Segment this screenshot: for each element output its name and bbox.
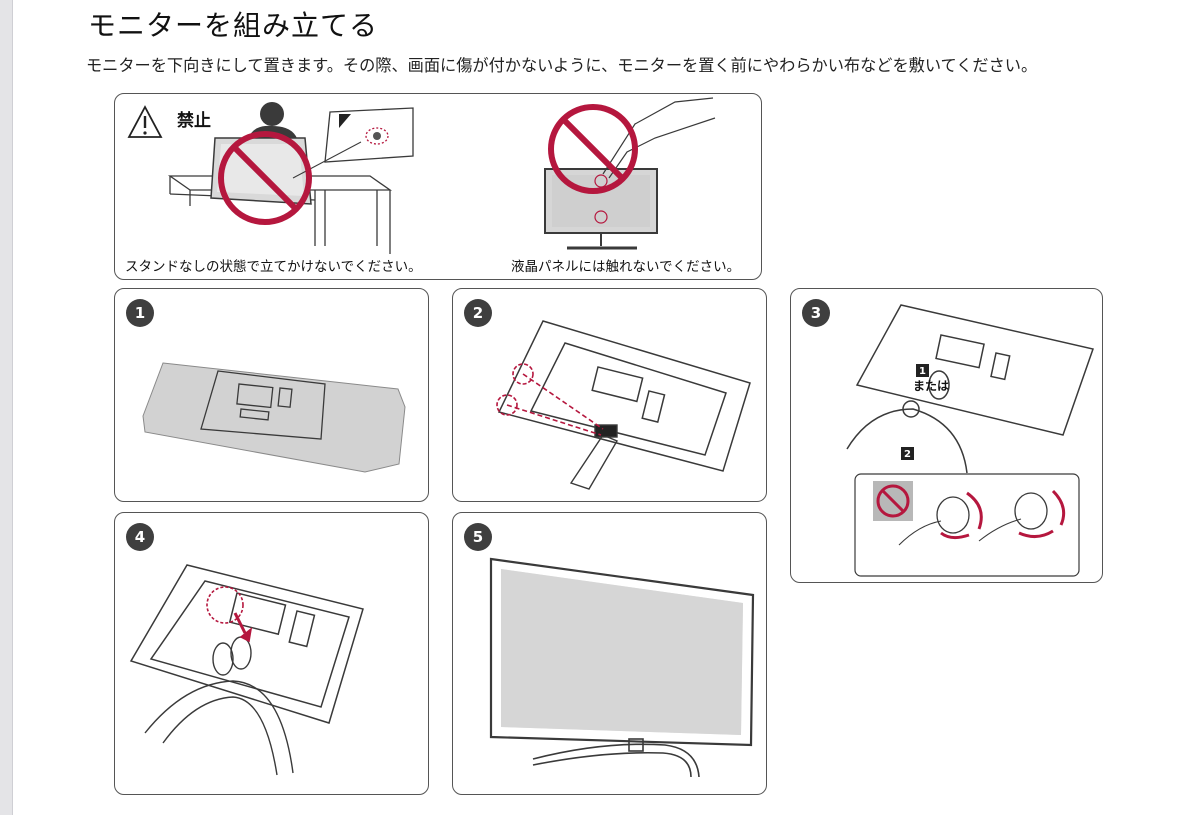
monitor-back-on-cloth bbox=[200, 370, 326, 440]
monitor-front-drawing bbox=[544, 168, 658, 250]
screw-icons bbox=[496, 363, 604, 436]
monitor-back-drawing bbox=[497, 320, 751, 472]
page-title: モニターを組み立てる bbox=[88, 9, 379, 42]
step-3-illustration: 1 2 bbox=[846, 304, 1094, 577]
step-4-panel: 4 bbox=[114, 512, 429, 795]
prohibition-sign-left bbox=[218, 131, 312, 225]
caption-no-touch: 液晶パネルには触れないでください。 bbox=[511, 259, 741, 275]
warning-illustration bbox=[127, 97, 716, 254]
zoom-inset bbox=[292, 107, 414, 179]
step-4-illustration bbox=[129, 564, 364, 776]
monitor-back-drawing bbox=[129, 564, 364, 724]
step-number-badge: 1 bbox=[126, 299, 154, 327]
hand-drawing bbox=[602, 97, 716, 179]
caption-no-standing: スタンドなしの状態で立てかけないでください。 bbox=[125, 259, 422, 275]
sub-marker-2: 2 bbox=[904, 449, 911, 460]
prohibition-sign-right bbox=[548, 104, 638, 194]
step-3-panel: 1 2 3 または bbox=[790, 288, 1103, 583]
step-1-illustration bbox=[142, 362, 406, 473]
step-2-panel: 2 bbox=[452, 288, 767, 502]
assembled-monitor bbox=[489, 557, 755, 747]
monitor-back-drawing bbox=[846, 304, 1094, 474]
step-number-badge: 2 bbox=[464, 299, 492, 327]
step-number-badge: 4 bbox=[126, 523, 154, 551]
step-5-panel: 5 bbox=[452, 512, 767, 795]
callout-box bbox=[854, 473, 1080, 577]
step-5-illustration bbox=[489, 557, 755, 778]
sub-step-markers bbox=[901, 364, 929, 460]
stand-neck-drawing bbox=[569, 424, 619, 490]
step-number-badge: 3 bbox=[802, 299, 830, 327]
warning-panel: 禁止 スタンドなしの状態で立てかけないでください。 液晶パネルには触れないでくだ… bbox=[114, 93, 762, 280]
stand-base-drawing bbox=[144, 636, 294, 776]
warning-label: 禁止 bbox=[177, 111, 211, 131]
warning-triangle-icon bbox=[127, 105, 163, 138]
sub-step-marker-labels: 1 2 bbox=[904, 366, 926, 460]
attach-highlight bbox=[206, 586, 253, 643]
document-left-rail bbox=[0, 0, 13, 815]
stand-drawing bbox=[532, 738, 700, 778]
sub-marker-1: 1 bbox=[919, 366, 926, 377]
alternative-label: または bbox=[913, 379, 950, 393]
intro-text: モニターを下向きにして置きます。その際、画面に傷が付かないように、モニターを置く… bbox=[86, 56, 1038, 75]
step-2-illustration bbox=[496, 320, 751, 490]
step-number-badge: 5 bbox=[464, 523, 492, 551]
cloth-sheet bbox=[142, 362, 406, 473]
step-1-panel: 1 bbox=[114, 288, 429, 502]
